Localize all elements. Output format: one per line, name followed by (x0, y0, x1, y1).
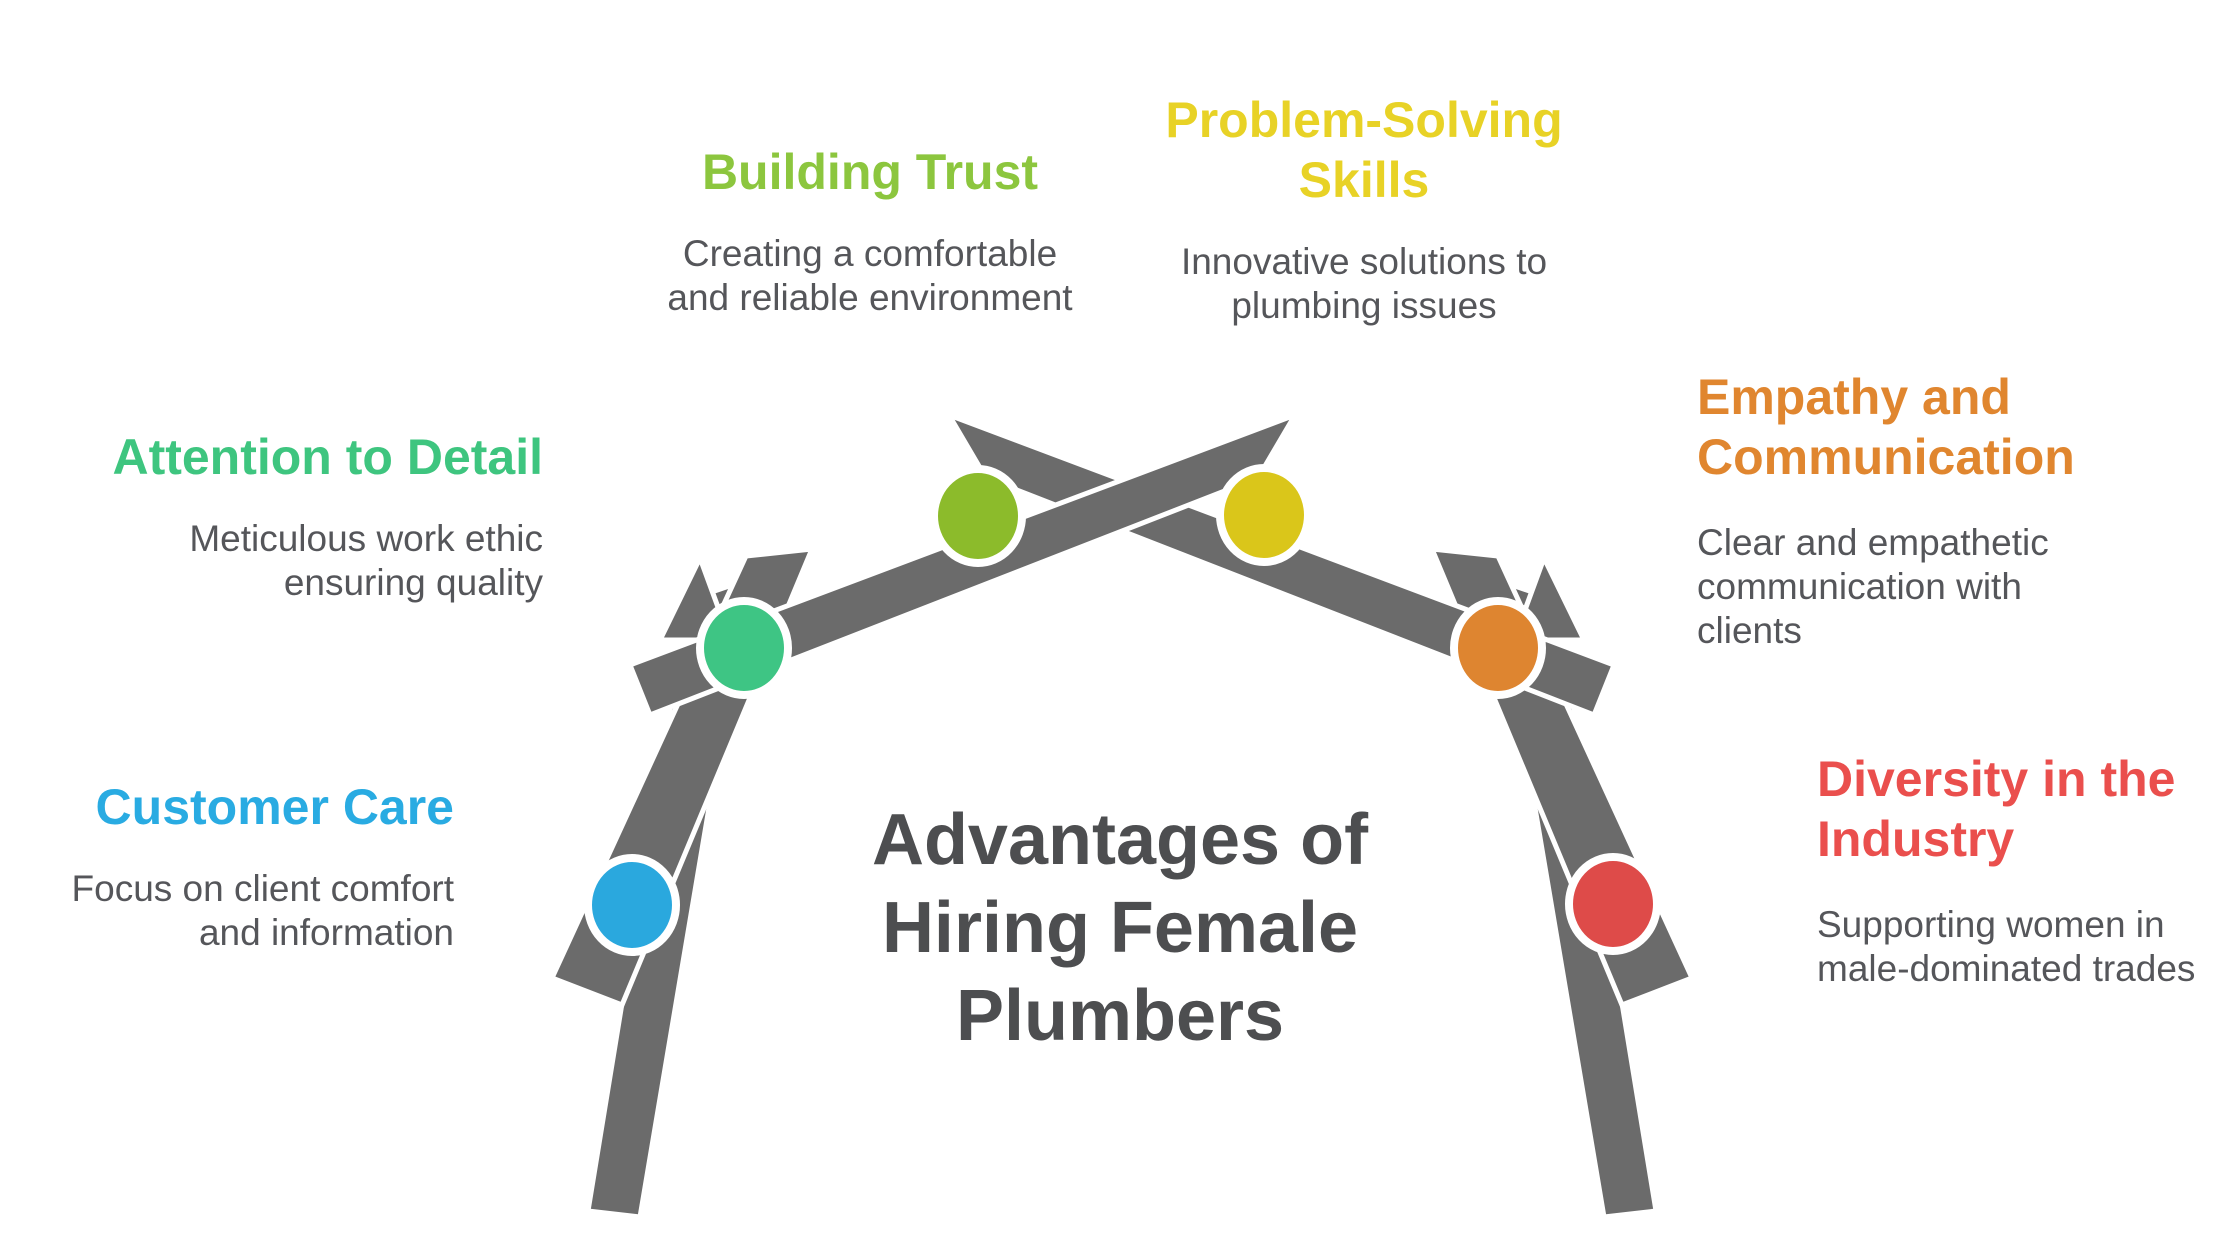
desc-line: ensuring quality (283, 562, 543, 603)
heading-line: Communication (1697, 429, 2075, 485)
diversity-industry-description: Supporting women in male-dominated trade… (1817, 903, 2240, 991)
attention-to-detail-description: Meticulous work ethic ensuring quality (43, 517, 543, 605)
heading-line: Empathy and (1697, 369, 2011, 425)
desc-line: Meticulous work ethic (189, 518, 543, 559)
heading-line: Problem-Solving (1165, 92, 1563, 148)
section-diversity-industry: Diversity in the Industry Supporting wom… (1817, 749, 2240, 991)
empathy-communication-node (1450, 597, 1546, 699)
desc-line: Clear and empathetic (1697, 522, 2049, 563)
customer-care-node (584, 854, 680, 956)
problem-solving-node (1216, 464, 1312, 566)
heading-line: Industry (1817, 811, 2015, 867)
diversity-industry-heading: Diversity in the Industry (1817, 749, 2240, 869)
empathy-communication-description: Clear and empathetic communication with … (1697, 521, 2217, 653)
problem-solving-description: Innovative solutions to plumbing issues (1064, 240, 1664, 328)
title-line: Hiring Female (881, 888, 1359, 968)
desc-line: clients (1697, 610, 1802, 651)
attention-to-detail-node (696, 597, 792, 699)
desc-line: and reliable environment (667, 277, 1073, 318)
building-trust-heading: Building Trust (570, 142, 1170, 202)
heading-line: Customer Care (95, 779, 454, 835)
desc-line: plumbing issues (1231, 285, 1497, 326)
building-trust-description: Creating a comfortable and reliable envi… (570, 232, 1170, 320)
title-line: Plumbers (955, 976, 1285, 1056)
problem-solving-heading: Problem-Solving Skills (1064, 90, 1664, 210)
title-line: Advantages of (871, 800, 1369, 880)
desc-line: and information (198, 912, 454, 953)
desc-line: Focus on client comfort (71, 868, 454, 909)
desc-line: Supporting women in (1817, 904, 2165, 945)
desc-line: male-dominated trades (1817, 948, 2196, 989)
desc-line: Innovative solutions to (1180, 241, 1548, 282)
attention-to-detail-heading: Attention to Detail (43, 427, 543, 487)
heading-line: Diversity in the (1817, 751, 2176, 807)
heading-line: Building Trust (701, 144, 1039, 200)
empathy-communication-heading: Empathy and Communication (1697, 367, 2217, 487)
section-empathy-communication: Empathy and Communication Clear and empa… (1697, 367, 2217, 653)
diversity-industry-node (1565, 853, 1661, 955)
desc-line: communication with (1697, 566, 2022, 607)
building-trust-node (930, 465, 1026, 567)
heading-line: Attention to Detail (112, 429, 543, 485)
desc-line: Creating a comfortable (682, 233, 1058, 274)
heading-line: Skills (1298, 152, 1430, 208)
section-building-trust: Building Trust Creating a comfortable an… (570, 142, 1170, 320)
page-title: Advantages of Hiring Female Plumbers (800, 796, 1440, 1060)
section-problem-solving: Problem-Solving Skills Innovative soluti… (1064, 90, 1664, 328)
section-customer-care: Customer Care Focus on client comfort an… (0, 777, 454, 955)
customer-care-description: Focus on client comfort and information (0, 867, 454, 955)
section-attention-to-detail: Attention to Detail Meticulous work ethi… (43, 427, 543, 605)
customer-care-heading: Customer Care (0, 777, 454, 837)
